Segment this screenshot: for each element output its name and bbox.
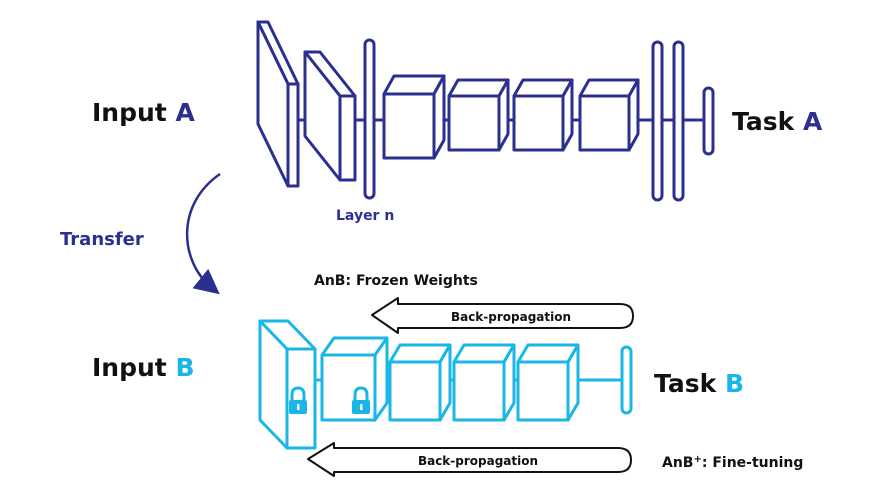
layer-n-label: Layer n [336, 208, 394, 224]
network-a-fc-3 [702, 86, 715, 156]
network-b-fc [620, 345, 633, 415]
network-a-layer-n [363, 38, 376, 200]
backprop-arrow-top: Back-propagation [371, 297, 634, 334]
network-a-input-layer [256, 20, 300, 188]
network-b-cube-3 [516, 343, 580, 422]
lock-icon [289, 386, 307, 414]
fine-tuning-label: AnB+: Fine-tuning [662, 454, 803, 472]
network-b-input-layer [258, 319, 317, 450]
network-a-cube-1 [382, 74, 446, 160]
backprop-top-label: Back-propagation [451, 310, 571, 324]
network-a-fc-1 [651, 40, 664, 202]
network-b-cube-2 [452, 343, 516, 422]
frozen-weights-label: AnB: Frozen Weights [314, 273, 478, 289]
network-a-fc-2 [672, 40, 685, 202]
backprop-arrow-bottom: Back-propagation [307, 442, 632, 477]
network-a-conv-layer [303, 50, 357, 182]
curved-arrow-icon [185, 172, 221, 295]
task-a-label: Task A [732, 107, 823, 136]
network-a-cube-3 [512, 78, 574, 152]
network-a [256, 20, 715, 202]
transfer-label: Transfer [60, 229, 144, 250]
input-a-label: Input A [92, 98, 195, 127]
input-b-label: Input B [92, 353, 195, 382]
network-b [258, 319, 633, 450]
network-b-cube-1 [388, 343, 452, 422]
network-a-cube-4 [578, 78, 640, 152]
backprop-bottom-label: Back-propagation [418, 454, 538, 468]
task-b-label: Task B [654, 369, 744, 398]
lock-icon [352, 386, 370, 414]
network-a-cube-2 [447, 78, 510, 152]
